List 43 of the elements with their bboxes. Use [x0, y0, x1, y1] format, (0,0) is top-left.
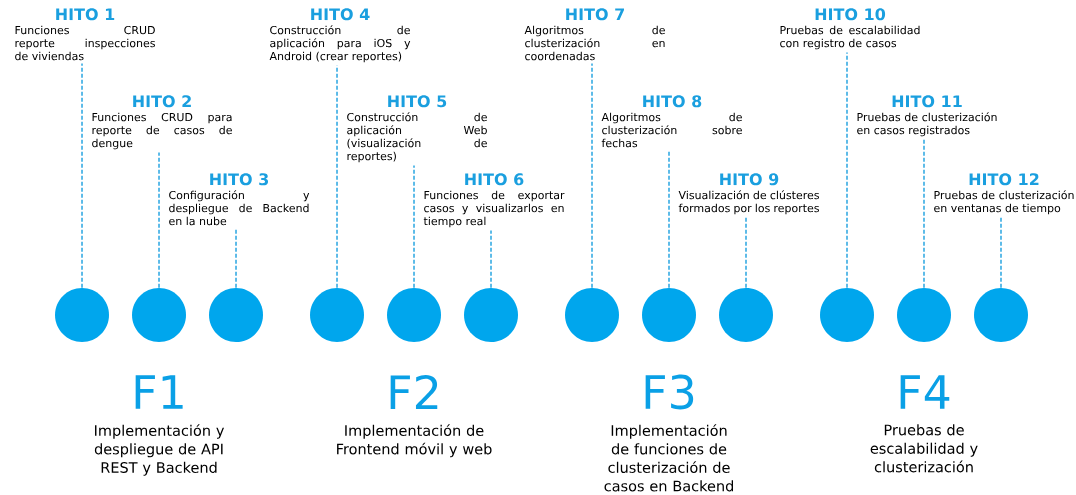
phase-description: Implementación de Frontend móvil y web	[337, 424, 492, 458]
milestone-circle	[897, 288, 951, 342]
milestone-text: HITO 6 Funciones de exportar casos y visualizarlos en tiempo real	[423, 173, 565, 228]
milestone-text: HITO 11 Pruebas de clusterización en casos registrados	[857, 95, 997, 137]
milestone-text: HITO 4 Construcción de aplicación para iOS y Android (crear reportes)	[269, 8, 411, 63]
milestone-circle	[974, 288, 1028, 342]
milestone-circle	[820, 288, 874, 342]
milestone-text: HITO 1 Funciones CRUD reporte inspecciones de viviendas	[15, 8, 155, 61]
dashed-line	[1000, 216, 1002, 289]
milestone-circle	[209, 288, 263, 342]
dashed-line	[490, 229, 492, 289]
dashed-line	[846, 51, 848, 289]
dashed-line	[668, 149, 670, 289]
milestone-text: HITO 8 Algoritmos de clusterización sobre fechas	[601, 95, 742, 148]
phase-label: F4	[900, 375, 950, 409]
milestone-circle	[565, 288, 619, 342]
milestone-circle	[642, 288, 696, 342]
dashed-line	[745, 216, 747, 289]
milestone-circle	[310, 288, 364, 342]
phase-label: F3	[645, 374, 694, 410]
milestone-circle	[464, 288, 518, 342]
milestone-circle	[719, 288, 773, 342]
milestone-text: HITO 3 Configuración y despliegue de Backend en la nube	[169, 173, 310, 226]
milestone-text: HITO 12 Pruebas de clusterización en ventanas de tiempo	[934, 173, 1074, 215]
milestone-text: HITO 5 Construcción de aplicación Web (visualización de reportes)	[347, 95, 487, 163]
milestone-text: HITO 9 Visualización de clústeres formados por los reportes	[678, 173, 819, 215]
phase-description: Pruebas de escalabilidad y clusterización	[870, 424, 978, 473]
dashed-line	[413, 164, 415, 289]
phase-label: F1	[135, 375, 183, 409]
milestone-circle	[55, 288, 109, 342]
milestone-text: HITO 10 Pruebas de escalabilidad con registro de casos	[780, 8, 920, 50]
milestone-circle	[387, 288, 441, 342]
milestone-text: HITO 7 Algoritmos de clusterización en coordenadas	[524, 8, 665, 61]
dashed-line	[235, 227, 237, 289]
phase-label: F2	[390, 374, 438, 410]
milestone-text: HITO 2 Funciones CRUD para reporte de casos de dengue	[92, 95, 232, 150]
dashed-line	[158, 151, 160, 289]
dashed-line	[923, 138, 925, 289]
phase-description: Implementación y despliegue de API REST y Backend	[94, 424, 224, 476]
phase-description: Implementación de funciones de clusterización de casos en Backend	[604, 424, 733, 492]
milestone-circle	[132, 288, 186, 342]
dashed-line	[81, 62, 83, 289]
dashed-line	[591, 62, 593, 289]
